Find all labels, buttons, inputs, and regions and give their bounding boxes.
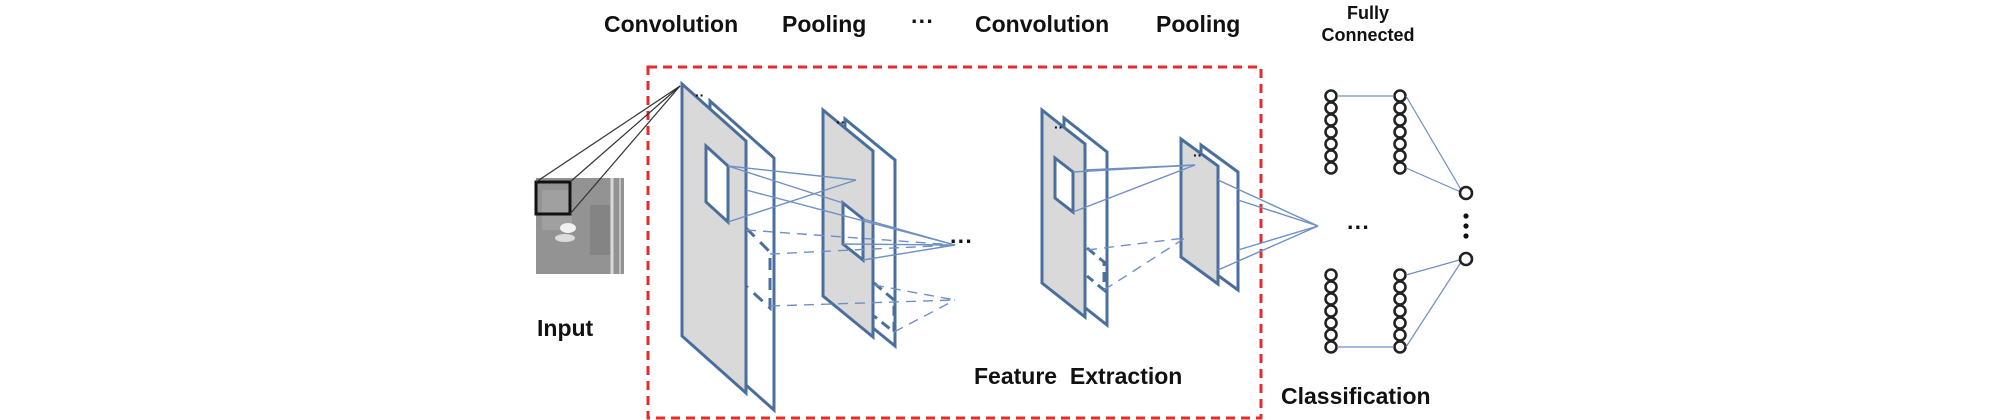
fc-layer-2-bottom: [1393, 268, 1407, 354]
pool1-dashed-filter: [873, 281, 896, 336]
input-image: [534, 178, 624, 274]
label-pooling-2: Pooling: [1156, 11, 1241, 37]
conv2-layer: ··: [1040, 106, 1109, 329]
pool1-layer: ··: [821, 106, 897, 350]
pool1-dots: ··: [836, 114, 845, 130]
conv1-dashed-filter: [744, 226, 772, 312]
label-ellipsis-fc: ···: [1347, 214, 1370, 240]
fc-layer-1-bottom: [1324, 268, 1338, 354]
label-convolution-1: Convolution: [604, 11, 739, 37]
input-projection-lines: [535, 85, 681, 215]
conv2-front-plane: [1040, 106, 1087, 321]
label-ellipsis-top: ···: [911, 8, 934, 34]
conv1-layer: ··: [680, 80, 776, 414]
label-fully-connected: Fully Connected: [1298, 2, 1438, 46]
conv2-dots: ··: [1054, 119, 1063, 135]
label-convolution-2: Convolution: [975, 11, 1110, 37]
pool2-dots: ··: [1193, 147, 1202, 163]
conv2-dashed-filter: [1086, 246, 1106, 294]
layer-connection-lines: [727, 164, 1319, 271]
label-input: Input: [537, 315, 594, 341]
label-feature-extraction: Feature Extraction: [974, 363, 1183, 389]
output-ellipsis-dots: [1463, 213, 1469, 239]
fc-layer-1-top: [1324, 89, 1338, 175]
layer-connection-dashed-lines: [745, 229, 1186, 333]
label-ellipsis-middle: ···: [950, 228, 973, 254]
label-classification: Classification: [1281, 383, 1431, 409]
label-fully-connected-line2: Connected: [1321, 25, 1415, 45]
label-fully-connected-line1: Fully: [1346, 3, 1389, 23]
pool2-front-plane: [1179, 136, 1220, 287]
output-neurons: [1458, 185, 1474, 267]
fc-layer-2-top: [1393, 89, 1407, 175]
conv1-dots: ··: [695, 87, 704, 103]
pool2-layer: ··: [1179, 136, 1240, 293]
conv1-front-plane: [680, 80, 748, 397]
fc-connection-lines: [1337, 95, 1464, 348]
label-pooling-1: Pooling: [782, 11, 867, 37]
